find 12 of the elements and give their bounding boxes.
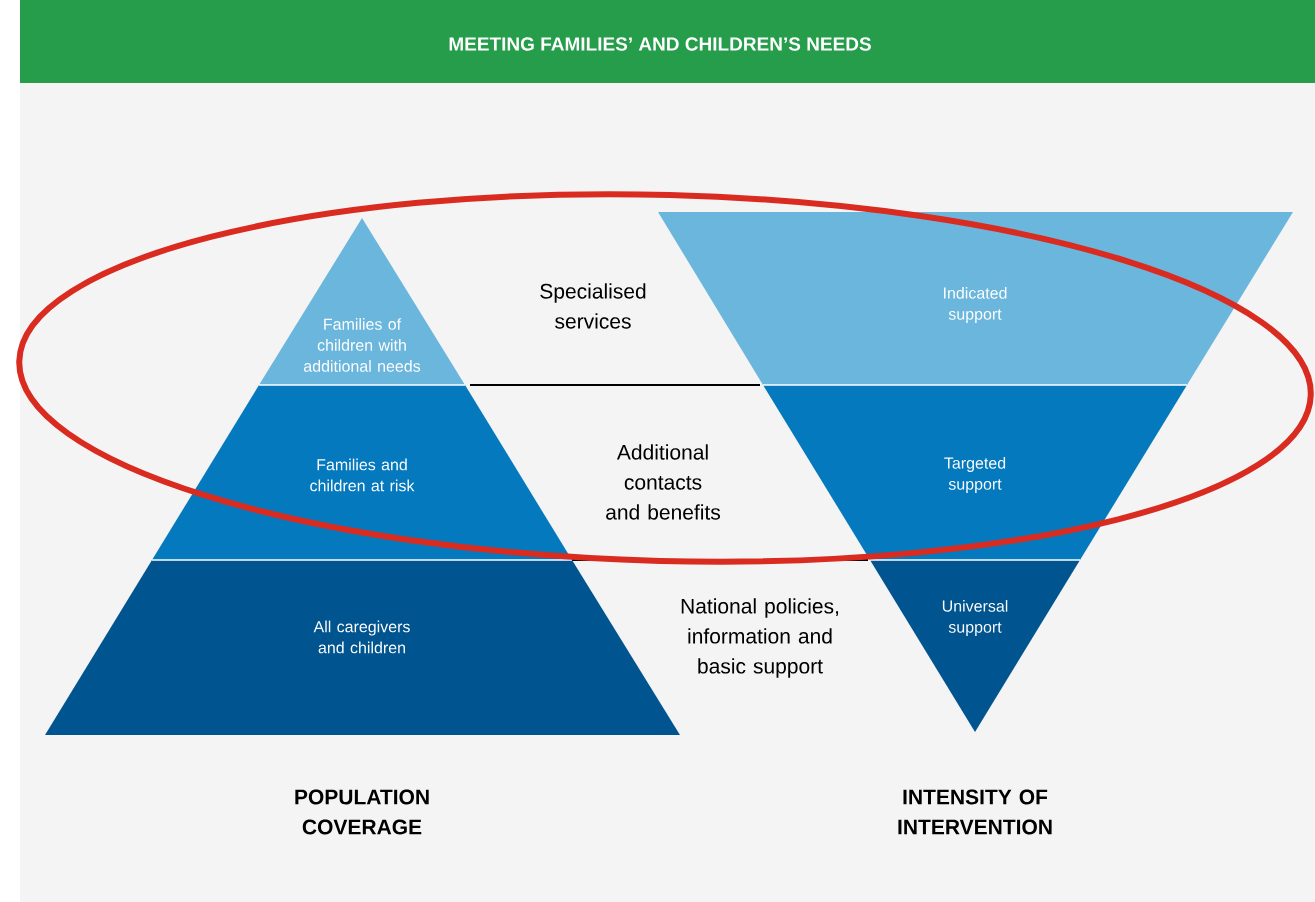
- level-label: Specialised services: [540, 283, 646, 329]
- pyramid-band: All caregivers and children: [45, 560, 680, 735]
- pyramid-band: Families and children at risk: [152, 385, 572, 560]
- axis-heading: INTENSITY OF INTERVENTION: [898, 789, 1052, 835]
- pyramid-band: Universal support: [870, 560, 1080, 732]
- level-label: National policies, information and basic support: [681, 598, 839, 678]
- pyramid-band: Families of children with additional needs: [259, 218, 465, 385]
- title-banner: MEETING FAMILIES’ AND CHILDREN’S NEEDS: [20, 0, 1315, 83]
- level-label: Additional contacts and benefits: [606, 444, 720, 520]
- pyramid-band: Targeted support: [763, 385, 1187, 560]
- pyramid-band: Indicated support: [658, 212, 1293, 385]
- axis-heading: POPULATION COVERAGE: [295, 789, 429, 835]
